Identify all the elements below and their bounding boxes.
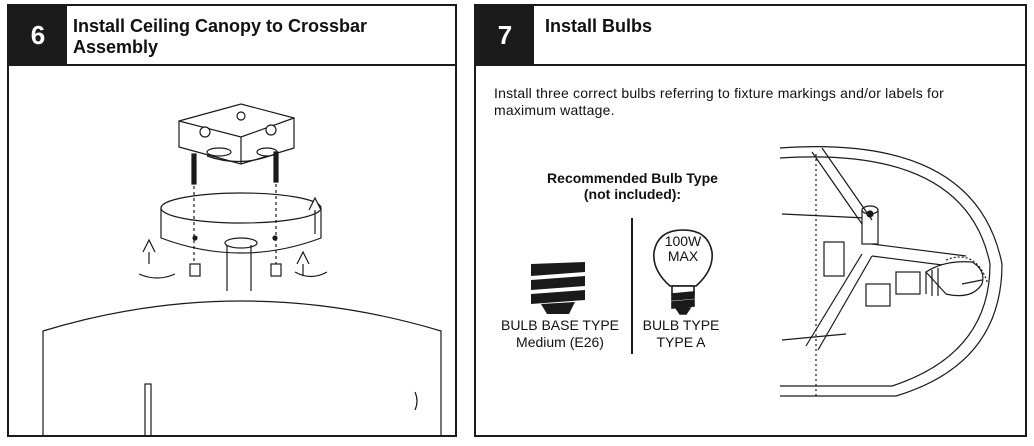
recommended-bulb-heading: Recommended Bulb Type (not included): [547,170,718,202]
bulb-info-divider [631,218,633,354]
step-7-title: Install Bulbs [545,16,653,36]
bulb-wattage: 100W [664,233,702,249]
bulb-type-block: BULB TYPE TYPE A [631,317,731,351]
bulb-type-label: BULB TYPE [642,317,720,333]
step-7-divider [476,64,1025,66]
install-bulbs-instructions: Install three correct bulbs referring to… [494,85,944,118]
step-number-7: 7 [476,6,534,64]
fixture-bulb-illustration [779,146,1003,397]
bulb-type-value: TYPE A [656,334,706,350]
step-number-6: 6 [9,6,67,64]
bulb-max-label: MAX [667,248,699,264]
bulb-base-type-value: Medium (E26) [516,334,604,350]
step-6-title: Install Ceiling Canopy to Crossbar Assem… [73,16,368,57]
step-6-divider [9,64,455,66]
step-7-panel: 7 Install Bulbs Install three correct bu… [474,4,1027,437]
canopy-installation-illustration [42,103,442,435]
type-a-bulb-icon [653,229,713,315]
step-6-panel: 6 Install Ceiling Canopy to Crossbar Ass… [7,4,457,437]
medium-base-icon [531,262,585,314]
bulb-base-type-block: BULB BASE TYPE Medium (E26) [490,317,630,351]
bulb-base-type-label: BULB BASE TYPE [500,317,619,333]
